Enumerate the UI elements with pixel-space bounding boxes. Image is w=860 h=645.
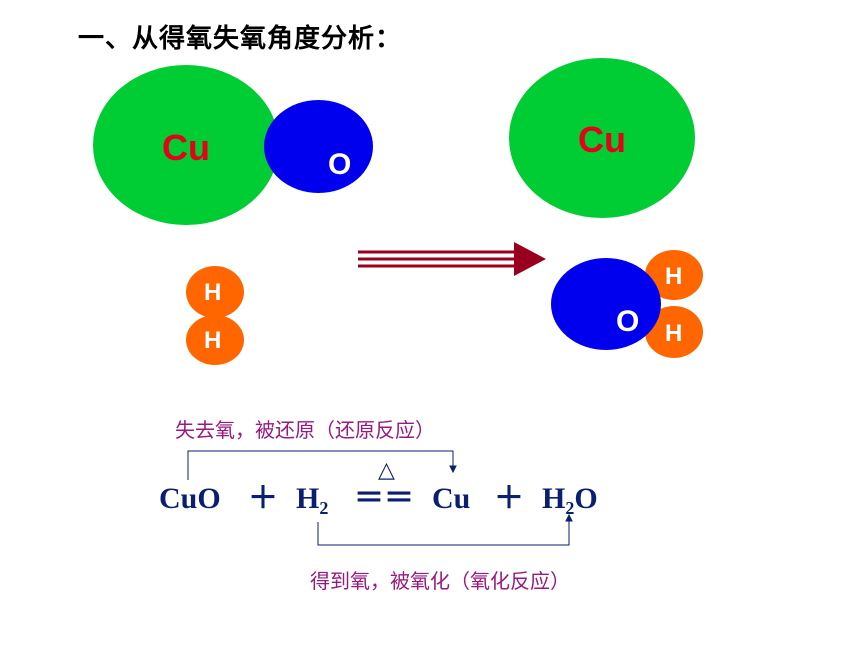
- h2-h: H: [296, 482, 320, 515]
- hydrogen-label-right-top: H: [665, 263, 683, 290]
- hydrogen-label-left-bottom: H: [204, 327, 222, 354]
- h2o-o: O: [574, 482, 598, 515]
- page-title: 一、从得氧失氧角度分析：: [78, 24, 403, 54]
- oxidation-note: 得到氧，被氧化（氧化反应）: [310, 569, 570, 593]
- equals-sign: ＝＝: [354, 482, 414, 515]
- term-h2o: H2O: [542, 482, 598, 518]
- oxygen-label-left: O: [328, 148, 352, 181]
- hydrogen-atom-left-bottom: [186, 315, 244, 365]
- oxygen-atom-left: [264, 100, 373, 193]
- oxygen-label-right: O: [616, 305, 640, 338]
- h2-subscript: 2: [319, 498, 329, 518]
- hydrogen-label-left-top: H: [204, 279, 222, 306]
- hydrogen-atom-left-top: [186, 266, 244, 318]
- copper-label-left: Cu: [162, 127, 210, 168]
- h2o-h: H: [542, 482, 566, 515]
- plus-sign-1: ＋: [248, 482, 278, 515]
- reduction-bracket: [187, 450, 457, 480]
- copper-atom-right: [509, 58, 695, 218]
- plus-sign-2: ＋: [494, 482, 524, 515]
- heat-symbol: △: [378, 458, 395, 483]
- term-h2: H2: [296, 482, 329, 518]
- copper-atom-left: [93, 65, 279, 225]
- h2o-subscript: 2: [565, 498, 575, 518]
- oxygen-atom-right: [551, 258, 661, 350]
- reduction-note: 失去氧，被还原（还原反应）: [175, 418, 435, 442]
- term-cuo: CuO: [159, 482, 221, 515]
- copper-label-right: Cu: [578, 119, 626, 160]
- oxidation-bracket: [317, 513, 573, 546]
- term-cu: Cu: [432, 482, 471, 515]
- hydrogen-label-right-bottom: H: [665, 320, 683, 347]
